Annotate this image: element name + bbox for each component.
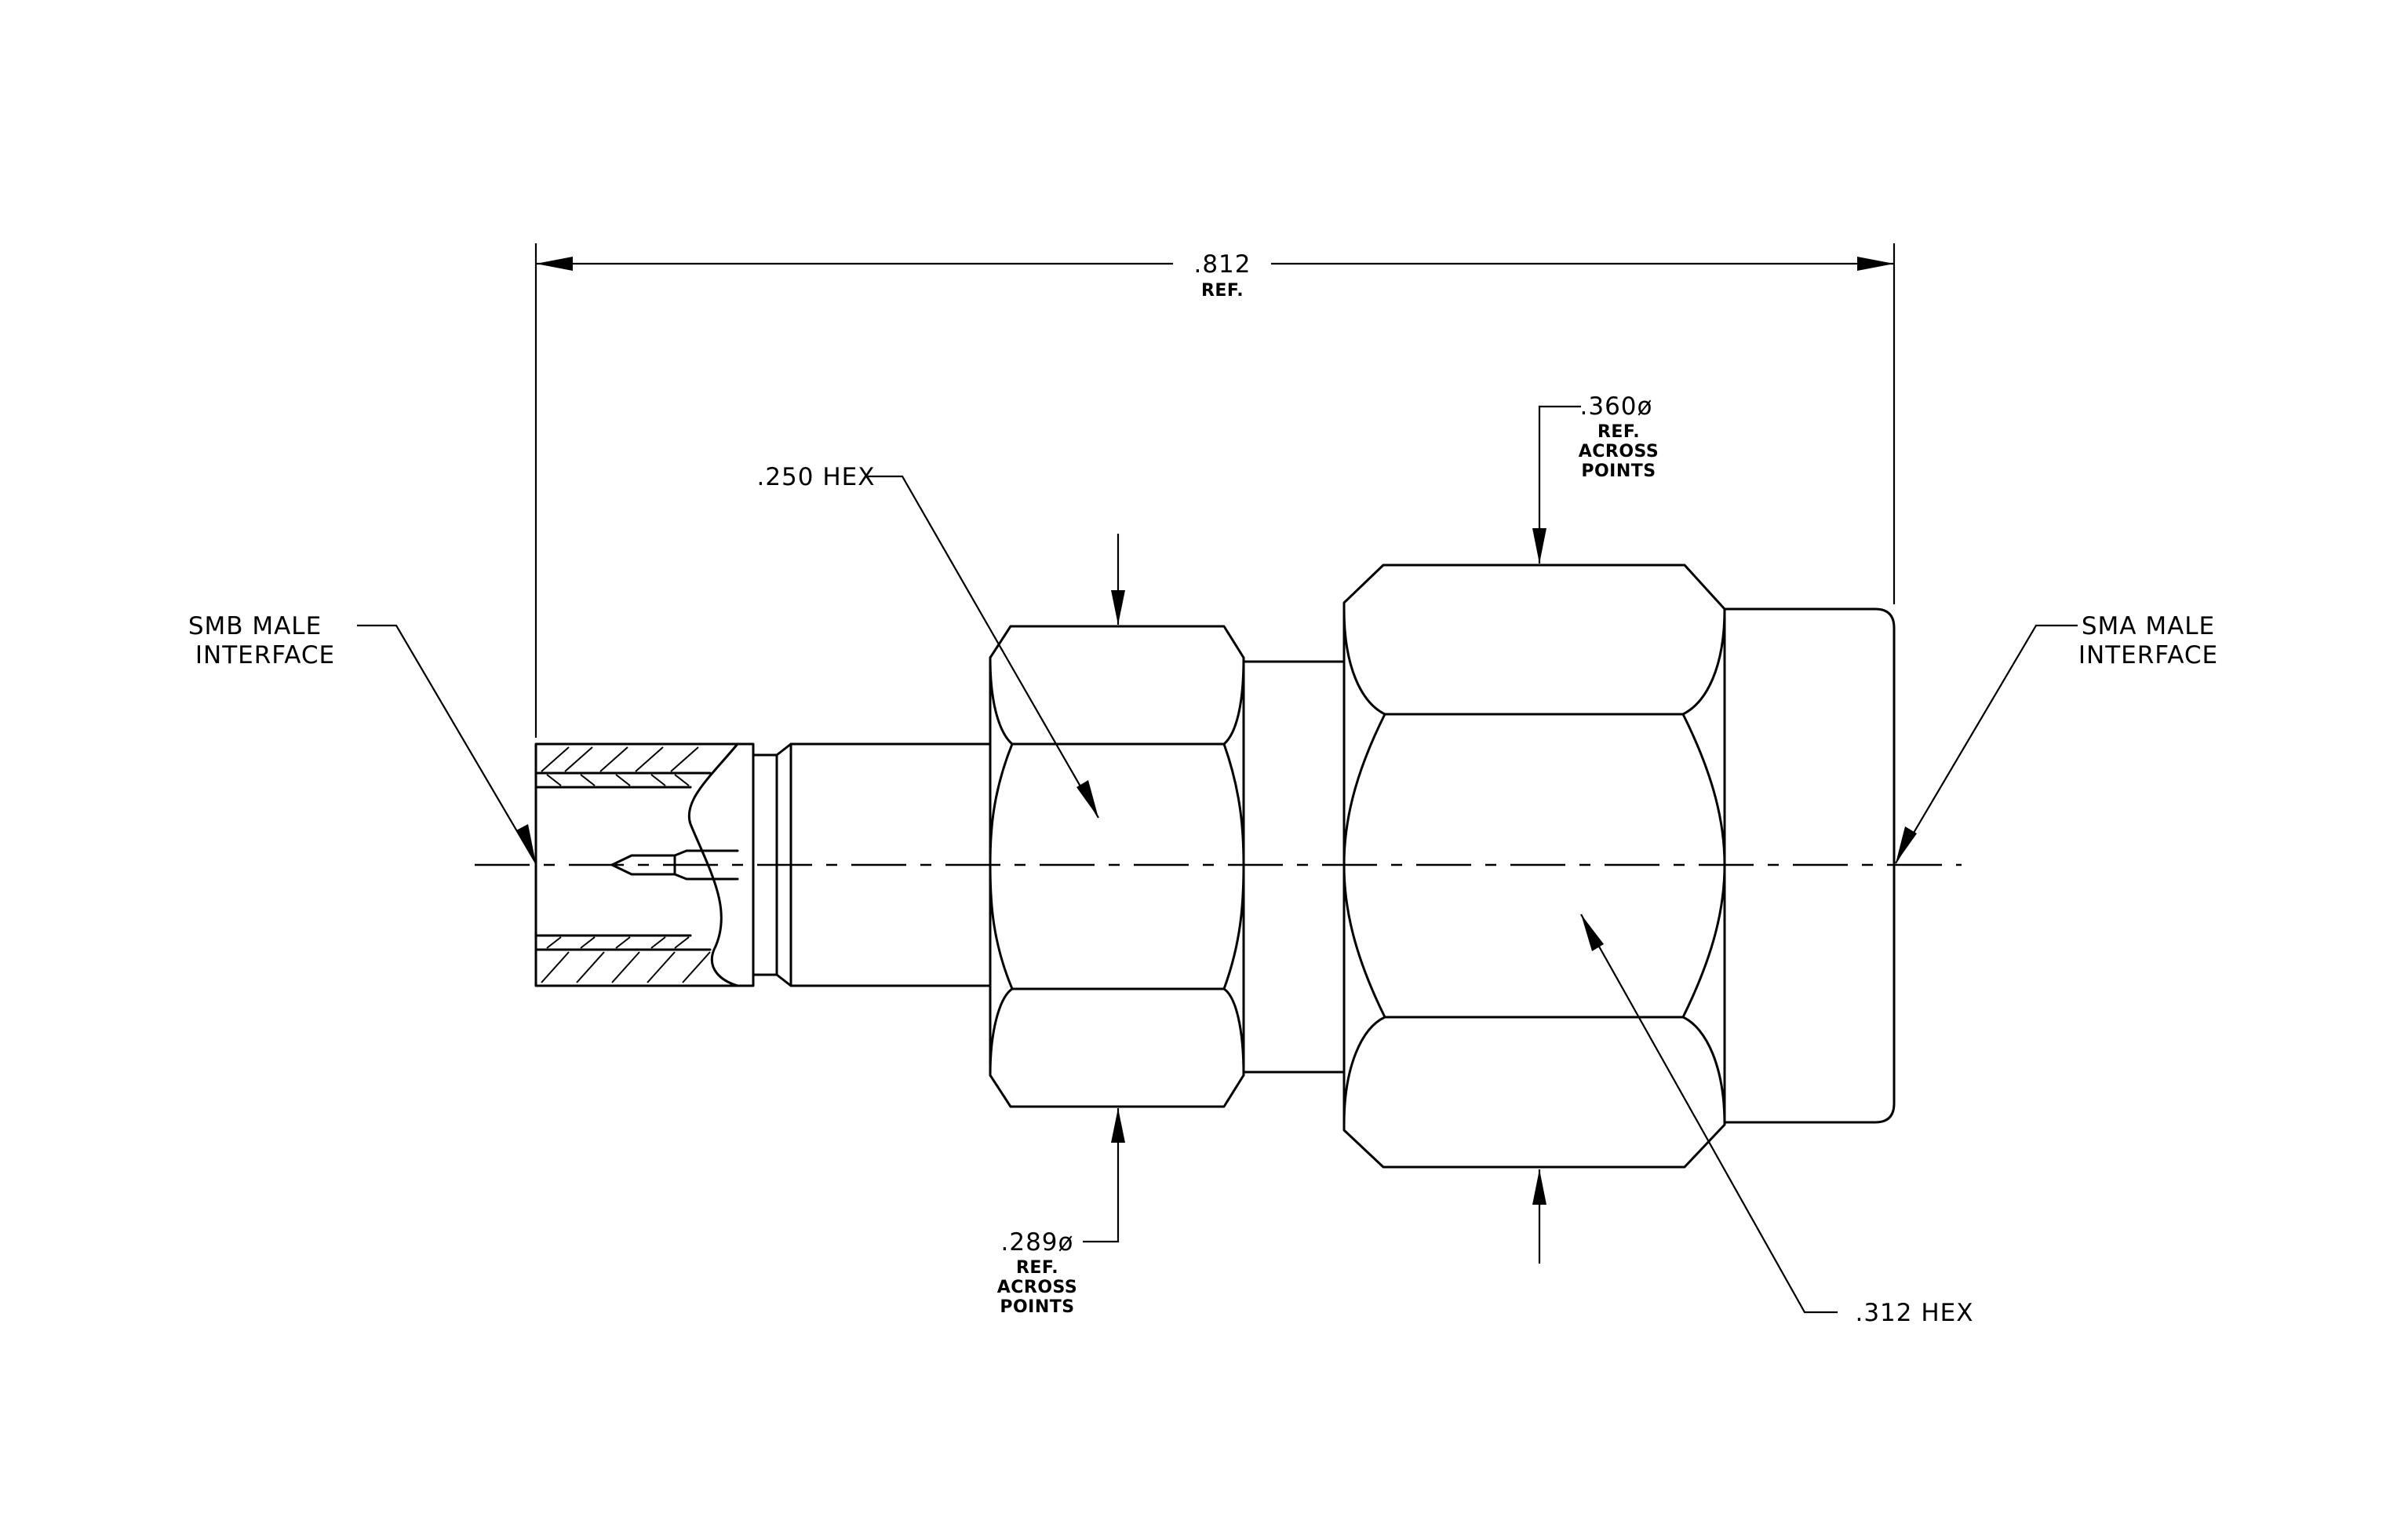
dia-large-note-1: REF. xyxy=(1597,422,1640,442)
small-hex-nut xyxy=(989,625,1245,1108)
dia-small-note-3: POINTS xyxy=(1000,1297,1074,1317)
dia-small-value: .289ø xyxy=(1001,1228,1074,1257)
hex-small-label: .250 HEX xyxy=(756,463,875,491)
dia-large-dimension xyxy=(1532,405,1581,1264)
dia-small-dimension xyxy=(1083,534,1125,1243)
sma-label-line1: SMA MALE xyxy=(2082,612,2215,640)
overall-length-value: .812 xyxy=(1193,250,1251,279)
overall-length-dimension xyxy=(534,243,1896,738)
section-hatch-bottom xyxy=(541,936,711,983)
hex-coupling xyxy=(1242,660,1346,1074)
smb-label-line2: INTERFACE xyxy=(195,641,335,669)
dia-large-note-2: ACROSS xyxy=(1579,442,1659,461)
section-hatch-top xyxy=(541,746,699,786)
overall-length-note: REF. xyxy=(1201,281,1244,301)
hex-small-leader xyxy=(865,475,1099,819)
smb-leader xyxy=(357,624,537,864)
sma-leader xyxy=(1895,624,2078,864)
dia-large-value: .360ø xyxy=(1580,392,1653,421)
hex-large-label: .312 HEX xyxy=(1855,1299,1973,1327)
smb-interface-body xyxy=(534,742,739,987)
smb-label-line1: SMB MALE xyxy=(188,612,322,640)
smb-neck xyxy=(736,742,990,987)
hex-large-leader xyxy=(1580,914,1838,1314)
sma-body xyxy=(1723,607,1896,1124)
dia-small-note-1: REF. xyxy=(1016,1258,1058,1278)
large-hex-nut xyxy=(1342,564,1726,1169)
dia-large-note-3: POINTS xyxy=(1581,461,1656,481)
sma-label-line2: INTERFACE xyxy=(2078,641,2218,669)
dia-small-note-2: ACROSS xyxy=(997,1278,1078,1297)
